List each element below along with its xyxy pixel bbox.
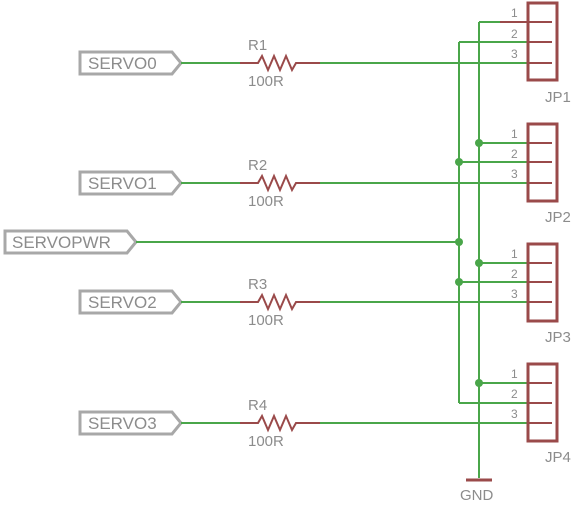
- net-label-servopwr-text: SERVOPWR: [12, 233, 111, 252]
- ground-symbol: GND: [460, 478, 494, 504]
- net-label-servo2-text: SERVO2: [88, 293, 157, 312]
- jp4-pin2-label: 2: [511, 387, 518, 401]
- resistor-r3: R3 100R: [240, 276, 320, 329]
- ground-label: GND: [460, 487, 494, 504]
- junctions: [455, 139, 483, 387]
- resistor-r1: R1 100R: [240, 37, 320, 90]
- header-jp3: 1 2 3 JP3: [511, 242, 571, 346]
- resistor-r4: R4 100R: [240, 397, 320, 450]
- header-jp1: 1 2 3 JP1: [500, 1, 571, 106]
- header-jp3-name: JP3: [545, 329, 571, 346]
- jp3-pin2-label: 2: [511, 267, 518, 281]
- net-label-servo3: SERVO3: [78, 410, 183, 436]
- jp2-pin3-label: 3: [511, 167, 518, 181]
- resistor-r3-value: 100R: [248, 312, 284, 329]
- resistor-r2-name: R2: [248, 157, 267, 174]
- resistor-r1-name: R1: [248, 37, 267, 54]
- jp1-pin3-label: 3: [511, 47, 518, 61]
- net-label-servo2: SERVO2: [78, 289, 183, 315]
- header-jp4-name: JP4: [545, 449, 571, 466]
- net-label-servo3-text: SERVO3: [88, 414, 157, 433]
- resistor-r2: R2 100R: [240, 157, 320, 210]
- resistor-r1-value: 100R: [248, 73, 284, 90]
- jp4-pin1-label: 1: [511, 367, 518, 381]
- wires: [136, 21, 528, 478]
- jp2-pin1-label: 1: [511, 127, 518, 141]
- jp3-pin1-label: 1: [511, 247, 518, 261]
- net-label-servopwr: SERVOPWR: [3, 229, 138, 255]
- resistor-r3-name: R3: [248, 276, 267, 293]
- jp3-pin3-label: 3: [511, 287, 518, 301]
- header-jp2: 1 2 3 JP2: [511, 122, 571, 226]
- net-label-servo0-text: SERVO0: [88, 54, 157, 73]
- resistor-r2-value: 100R: [248, 193, 284, 210]
- header-jp1-name: JP1: [545, 89, 571, 106]
- net-label-servo0: SERVO0: [78, 50, 183, 76]
- jp1-pin1-label: 1: [511, 6, 518, 20]
- net-label-servo1-text: SERVO1: [88, 174, 157, 193]
- jp4-pin3-label: 3: [511, 407, 518, 421]
- resistor-r4-name: R4: [248, 397, 267, 414]
- resistor-r4-value: 100R: [248, 433, 284, 450]
- jp2-pin2-label: 2: [511, 147, 518, 161]
- jp1-pin2-label: 2: [511, 27, 518, 41]
- header-jp4: 1 2 3 JP4: [511, 362, 571, 466]
- net-label-servo1: SERVO1: [78, 170, 183, 196]
- header-jp2-name: JP2: [545, 209, 571, 226]
